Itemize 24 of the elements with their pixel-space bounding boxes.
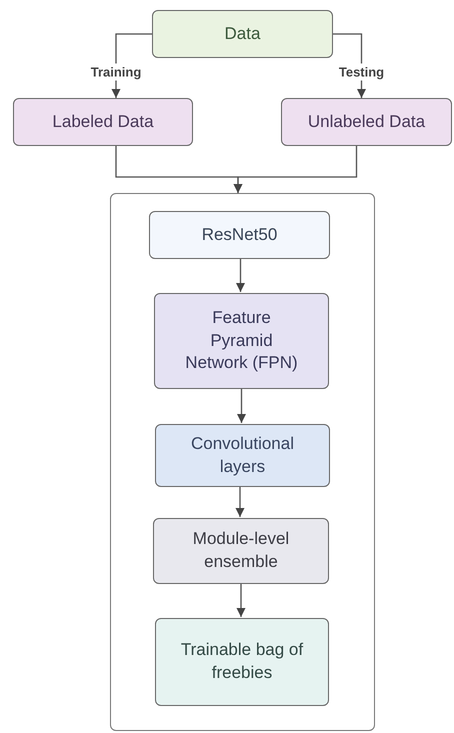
process-box xyxy=(149,211,330,259)
node-label: Data xyxy=(224,22,262,45)
process-box xyxy=(13,98,193,146)
arrow xyxy=(234,146,358,193)
node-label: ResNet50 xyxy=(200,224,278,246)
arrow xyxy=(236,583,246,617)
arrow xyxy=(237,388,246,423)
node-label: Trainable bag of freebies xyxy=(180,639,304,684)
node-label: Module-level ensemble xyxy=(192,528,290,573)
process-box xyxy=(155,424,330,487)
node-label: Unlabeled Data xyxy=(306,110,426,133)
process-box xyxy=(153,518,329,584)
edge-label: Testing xyxy=(338,64,384,80)
node-label: Convolutional layers xyxy=(190,432,295,478)
data-box xyxy=(152,10,333,58)
node-label: Labeled Data xyxy=(51,110,155,133)
node-label: Feature Pyramid Network (FPN) xyxy=(184,306,299,374)
process-box xyxy=(281,98,452,146)
process-box xyxy=(155,618,329,706)
arrow xyxy=(236,486,244,517)
container-box xyxy=(110,193,375,731)
edge-label: Training xyxy=(90,64,142,80)
process-box xyxy=(154,293,329,389)
arrow xyxy=(236,258,245,292)
